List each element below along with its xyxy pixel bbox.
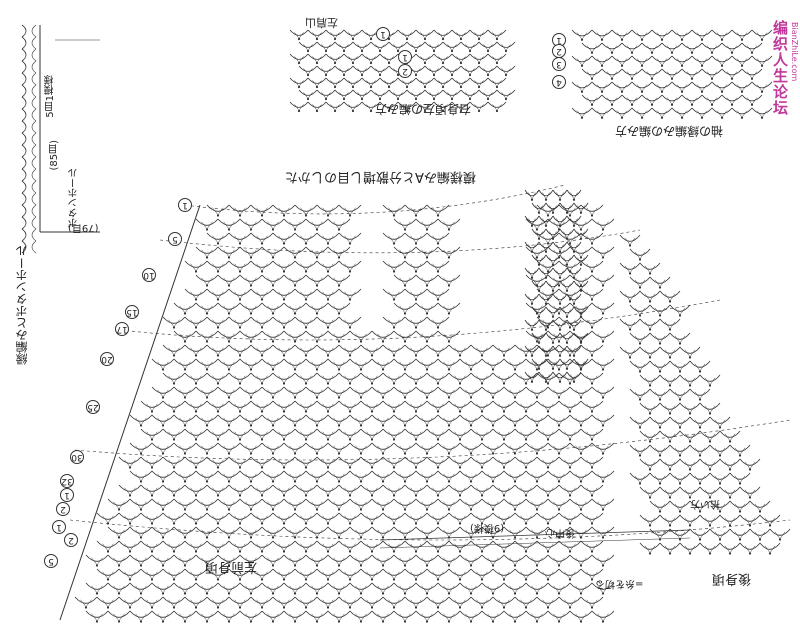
row-number: 1 bbox=[52, 520, 66, 534]
watermark-main: 编织人生论坛 bbox=[771, 20, 789, 116]
label-legend: =糸を切る bbox=[595, 578, 644, 589]
row-number: 5 bbox=[44, 554, 58, 568]
row-number: 15 bbox=[125, 305, 139, 319]
row-number: 2 bbox=[64, 533, 78, 547]
label-center-back: 後中心 bbox=[545, 527, 575, 538]
row-marker: 4 bbox=[552, 75, 566, 89]
label-count-b: (85目) bbox=[49, 140, 60, 171]
row-number: 5 bbox=[168, 232, 182, 246]
label-right-front-method: 右身頃左の編み方 bbox=[375, 102, 472, 116]
row-marker: 3 bbox=[552, 57, 566, 71]
label-how-to-pick: 拾い方 bbox=[690, 498, 720, 509]
row-number: 17 bbox=[115, 322, 129, 336]
row-marker: 1 bbox=[376, 27, 390, 41]
row-number: 2 bbox=[56, 502, 70, 516]
row-number: 25 bbox=[86, 400, 100, 414]
label-buttonhole: ボタンホール bbox=[69, 168, 80, 228]
row-marker: 2 bbox=[552, 44, 566, 58]
label-count-a: 5目1模様 bbox=[45, 75, 56, 118]
label-left-panel-title: 縁編みとボタンホール bbox=[15, 245, 29, 365]
watermark-sub: BianZhiLe.com bbox=[790, 22, 799, 82]
row-number: 10 bbox=[142, 268, 156, 282]
row-marker: 1 bbox=[398, 50, 412, 64]
label-decrease: (9模様) bbox=[470, 522, 505, 533]
row-number: 1 bbox=[60, 488, 74, 502]
row-number: 30 bbox=[70, 450, 84, 464]
label-shoulder-top: 左肩山 bbox=[305, 16, 338, 29]
label-back-body: 後身頃 bbox=[712, 571, 752, 586]
label-count-c: (79目) bbox=[68, 222, 99, 233]
row-number: 32 bbox=[60, 474, 74, 488]
label-left-front: 左前身頃 bbox=[205, 559, 258, 574]
label-main-title: 模様編みAと分散増し目のしかた bbox=[285, 169, 476, 184]
label-sleeve-edging: 袖の縁編みの編み方 bbox=[615, 124, 724, 138]
row-number: 1 bbox=[178, 198, 192, 212]
row-number: 20 bbox=[100, 352, 114, 366]
row-marker: 2 bbox=[398, 64, 412, 78]
